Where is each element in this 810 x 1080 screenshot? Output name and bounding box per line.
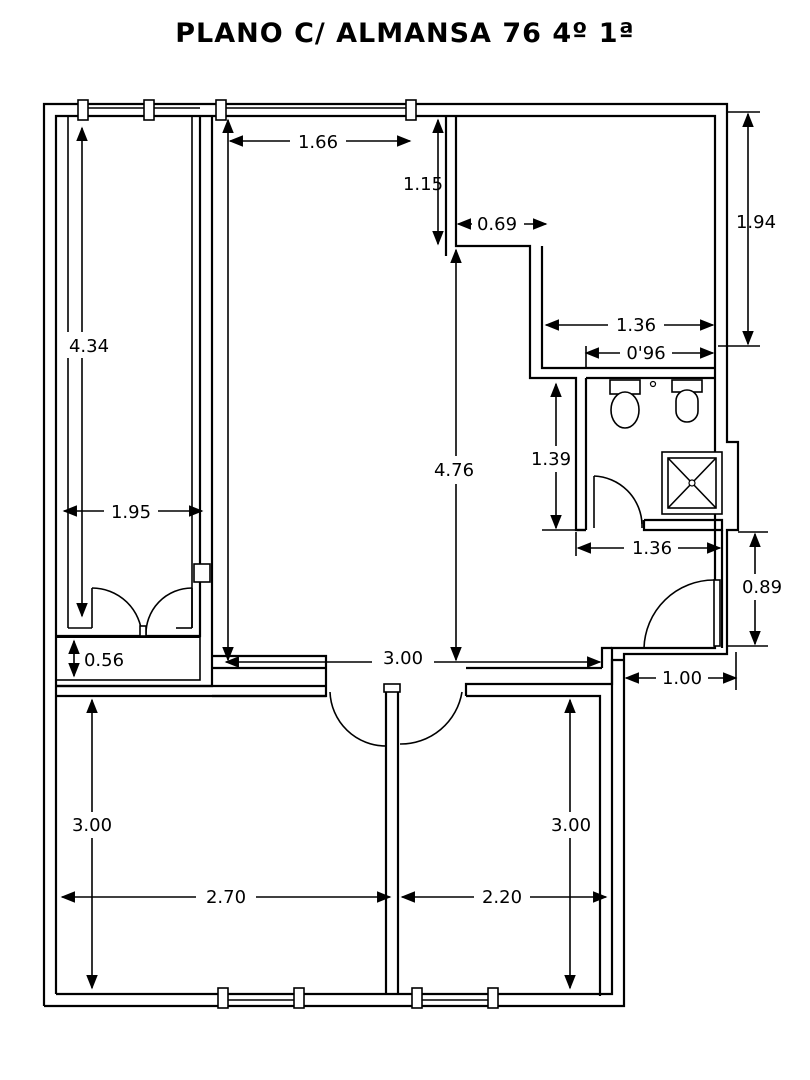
dim-balcony-length: 4.34: [69, 336, 109, 357]
balcony-walls: [55, 116, 214, 688]
dim-kitchen-width: 1.36: [616, 315, 656, 336]
dim-living-top-width: 1.66: [298, 132, 338, 153]
living-walls: [212, 116, 724, 996]
dim-living-bottom-width: 3.00: [383, 648, 423, 669]
dim-kitchen-notch-height: 1.15: [403, 174, 443, 195]
entry-door: [643, 579, 721, 649]
dim-bath-bottom-width: 1.36: [632, 538, 672, 559]
dim-entry-width: 1.00: [662, 668, 702, 689]
dim-bedroom-right-width: 2.20: [482, 887, 522, 908]
bedroom-partition: [56, 683, 463, 994]
bathroom-fixtures: [593, 379, 723, 528]
plan-title: PLANO C/ ALMANSA 76 4º 1ª: [175, 18, 635, 49]
dim-kitchen-notch-width: 0.69: [477, 214, 517, 235]
dim-bedroom-left-height: 3.00: [72, 815, 112, 836]
dim-bedroom-left-width: 2.70: [206, 887, 246, 908]
windows: [77, 99, 499, 1009]
dim-kitchen-height: 1.94: [736, 212, 776, 233]
dim-bedroom-right-height: 3.00: [551, 815, 591, 836]
dim-bath-width: 0'96: [626, 343, 665, 364]
dim-balcony-step: 0.56: [84, 650, 124, 671]
dim-balcony-width: 1.95: [111, 502, 151, 523]
dimension-labels: 4.34 1.95 0.56 1.66 4.76 3.00 1.15 0.69 …: [62, 130, 784, 910]
balcony-door: [91, 587, 193, 637]
dim-entry-height: 0.89: [742, 577, 782, 598]
dim-bath-height: 1.39: [531, 449, 571, 470]
dim-living-height: 4.76: [434, 460, 474, 481]
